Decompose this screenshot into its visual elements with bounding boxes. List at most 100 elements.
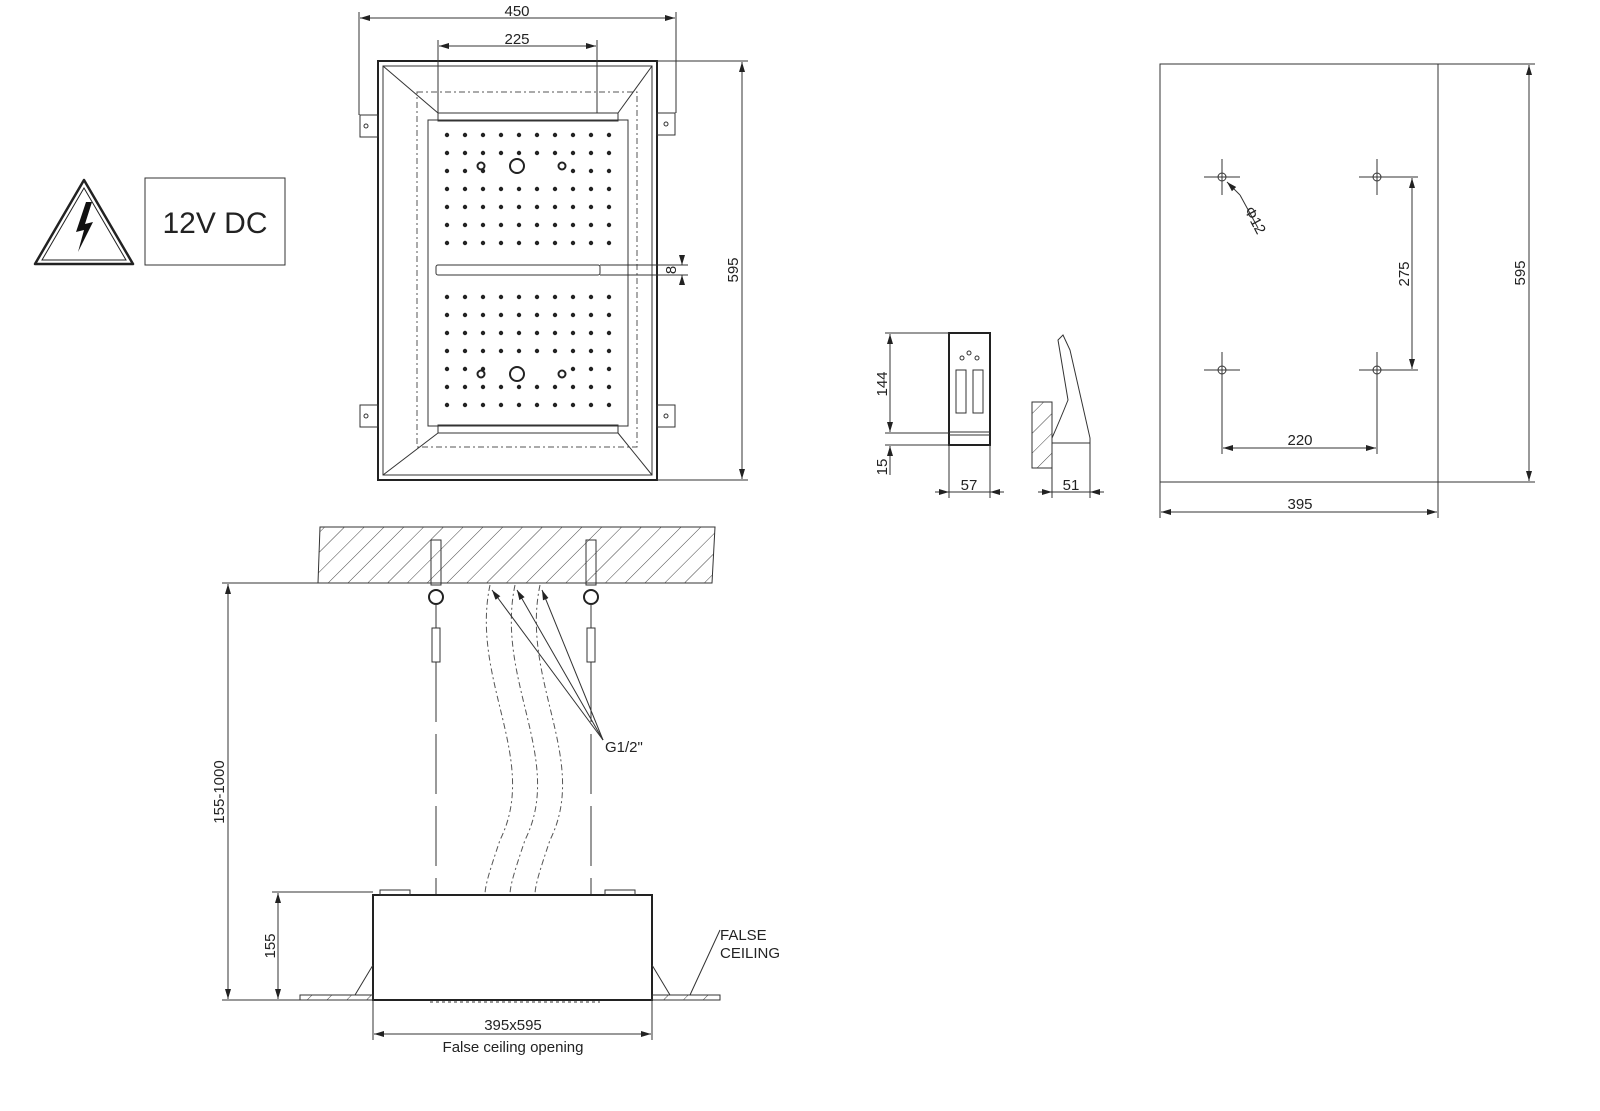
nozzle-dot <box>588 204 594 210</box>
nozzle-dot <box>570 186 576 192</box>
nozzle-dot <box>480 330 486 336</box>
nozzle-dot <box>498 132 504 138</box>
nozzle-dot <box>480 384 486 390</box>
nozzle-dot <box>534 222 540 228</box>
nozzle-dot <box>588 402 594 408</box>
nozzle-dot <box>516 204 522 210</box>
nozzle-dot <box>444 312 450 318</box>
nozzle-dot <box>462 366 468 372</box>
nozzle-dot <box>606 132 612 138</box>
nozzle-dot <box>498 348 504 354</box>
nozzle-dot <box>570 366 576 372</box>
nozzle-dot <box>534 348 540 354</box>
nozzle-dot <box>498 150 504 156</box>
nozzle-dot <box>444 168 450 174</box>
nozzle-dot <box>462 132 468 138</box>
nozzle-dot <box>480 402 486 408</box>
nozzle-dot <box>480 186 486 192</box>
nozzle-dot <box>570 294 576 300</box>
nozzle-dot <box>480 294 486 300</box>
nozzle-dot <box>570 150 576 156</box>
nozzle-dot <box>516 240 522 246</box>
nozzle-dot <box>552 150 558 156</box>
dim-body-155: 155 <box>262 933 279 958</box>
dim-hole-spacing-275: 275 <box>1396 261 1413 286</box>
nozzle-dot <box>534 312 540 318</box>
nozzle-dot <box>498 186 504 192</box>
nozzle-dot <box>462 240 468 246</box>
nozzle-dot <box>552 402 558 408</box>
opening-label: False ceiling opening <box>443 1039 584 1056</box>
nozzle-dot <box>606 294 612 300</box>
nozzle-dot <box>534 402 540 408</box>
nozzle-dot <box>462 384 468 390</box>
nozzle-dot <box>444 240 450 246</box>
nozzle-dot <box>480 348 486 354</box>
dim-width-450: 450 <box>504 3 529 20</box>
dim-bracket-57: 57 <box>961 477 978 494</box>
nozzle-dot <box>444 348 450 354</box>
nozzle-dot <box>606 204 612 210</box>
nozzle-dot <box>606 222 612 228</box>
nozzle-dot <box>498 330 504 336</box>
nozzle-dot <box>462 204 468 210</box>
nozzle-dot <box>552 294 558 300</box>
nozzle-dot <box>588 150 594 156</box>
nozzle-dot <box>480 222 486 228</box>
dim-drop-range: 155-1000 <box>211 760 228 823</box>
dim-height-595: 595 <box>725 257 742 282</box>
nozzle-dot <box>606 168 612 174</box>
nozzle-dot <box>552 204 558 210</box>
nozzle-dot <box>570 330 576 336</box>
bracket-side-view <box>1031 334 1091 469</box>
nozzle-dot <box>588 186 594 192</box>
nozzle-dot <box>444 366 450 372</box>
dim-hole-spacing-220: 220 <box>1287 432 1312 449</box>
nozzle-dot <box>570 312 576 318</box>
nozzle-dot <box>498 294 504 300</box>
nozzle-dot <box>498 384 504 390</box>
nozzle-dot <box>498 240 504 246</box>
nozzle-dot <box>516 132 522 138</box>
dim-bracket-15: 15 <box>874 459 891 476</box>
nozzle-dot <box>516 186 522 192</box>
nozzle-dot <box>588 348 594 354</box>
nozzle-dot <box>570 222 576 228</box>
nozzle-dot <box>570 348 576 354</box>
nozzle-dot <box>552 240 558 246</box>
nozzle-dot <box>462 348 468 354</box>
mounting-hole <box>1204 159 1240 195</box>
nozzle-dot <box>570 132 576 138</box>
elevation-view <box>299 526 721 1003</box>
nozzle-dot <box>462 186 468 192</box>
dim-width-225: 225 <box>504 31 529 48</box>
nozzle-dot <box>444 150 450 156</box>
nozzle-dot <box>480 150 486 156</box>
nozzle-dot <box>516 312 522 318</box>
dim-plate-395: 395 <box>1287 496 1312 513</box>
dim-gap-8: 8 <box>663 266 680 274</box>
nozzle-dot <box>498 204 504 210</box>
top-view <box>359 60 676 481</box>
dim-plate-595: 595 <box>1512 260 1529 285</box>
nozzle-dot <box>588 132 594 138</box>
nozzle-dot <box>606 150 612 156</box>
nozzle-dot <box>498 312 504 318</box>
nozzle-dot <box>552 312 558 318</box>
nozzle-dot <box>570 240 576 246</box>
nozzle-dot <box>480 312 486 318</box>
nozzle-dot <box>588 240 594 246</box>
electrical-warning-icon <box>33 178 135 266</box>
nozzle-dot <box>552 132 558 138</box>
ceiling-anchor-left <box>428 539 444 895</box>
false-ceiling-label-2: CEILING <box>720 945 780 962</box>
nozzle-dot <box>462 294 468 300</box>
nozzle-dot <box>570 168 576 174</box>
nozzle-dot <box>570 402 576 408</box>
nozzle-dot <box>570 204 576 210</box>
nozzle-dot <box>606 330 612 336</box>
nozzle-dot <box>480 204 486 210</box>
nozzle-dot <box>552 384 558 390</box>
nozzle-dot <box>534 384 540 390</box>
nozzle-dot <box>534 150 540 156</box>
